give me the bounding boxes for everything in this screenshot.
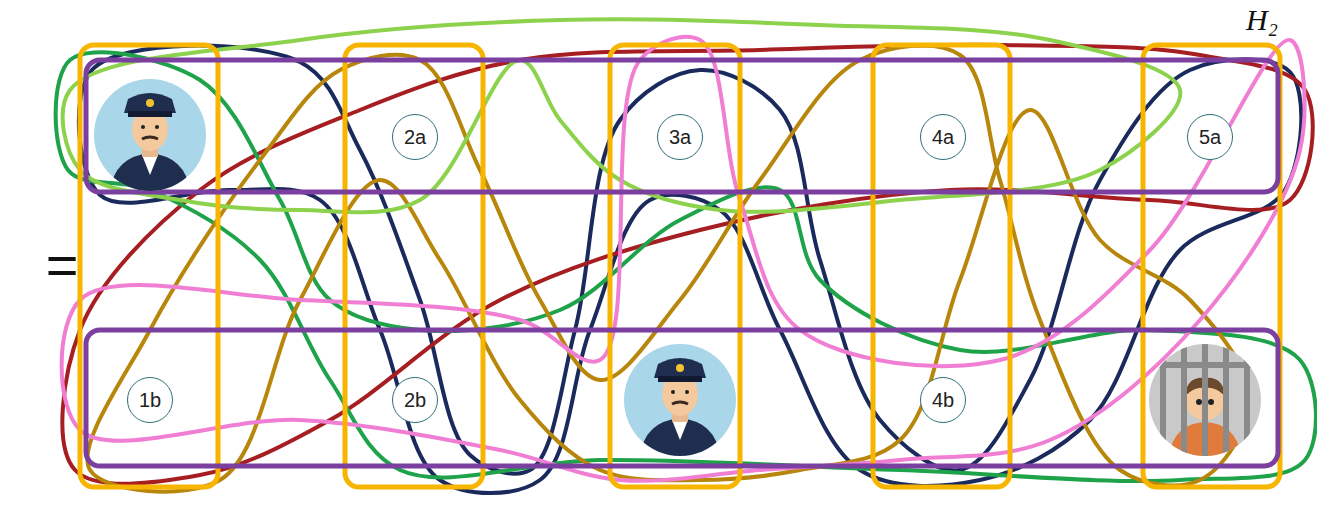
eye <box>685 390 689 394</box>
badge <box>146 99 154 107</box>
vertex-circle: 2a <box>392 114 438 160</box>
eye <box>1208 399 1214 405</box>
vertex-circle: 5a <box>1187 114 1233 160</box>
cap <box>124 93 176 113</box>
eye <box>141 125 145 129</box>
uniform <box>640 418 720 460</box>
vertex-circle: 4b <box>920 377 966 423</box>
moustache <box>672 402 688 404</box>
vertex-circle: 3a <box>657 114 703 160</box>
eye <box>1196 399 1202 405</box>
column-outline <box>610 45 740 487</box>
moustache <box>142 137 158 139</box>
vertex-label: 4b <box>932 390 954 410</box>
hyperedge-loop <box>87 45 1250 491</box>
vertex-label: 2a <box>404 127 426 147</box>
column-outline <box>80 45 218 487</box>
badge <box>676 364 684 372</box>
equals-sign: = <box>46 237 79 293</box>
icon-ground <box>624 344 736 456</box>
uniform <box>110 153 190 195</box>
vertex-circle: 2b <box>392 377 438 423</box>
column-outline <box>1143 45 1280 487</box>
cap-brim <box>128 111 172 117</box>
row-outline <box>86 60 1278 192</box>
jail-bar <box>1145 362 1265 368</box>
hyperedge-loop <box>62 45 1312 484</box>
vertex-label: 3a <box>669 127 691 147</box>
jail-bar <box>1244 340 1250 460</box>
vertex-label: 4a <box>932 127 954 147</box>
vertex-circle: 1b <box>127 377 173 423</box>
police-icon <box>624 344 736 460</box>
graph-name: H₂ <box>1246 5 1278 35</box>
eye <box>155 125 159 129</box>
police-icon <box>94 79 206 195</box>
collar <box>672 420 688 440</box>
collar <box>142 155 158 175</box>
jail-bar <box>1181 340 1187 460</box>
jail-bar <box>1223 340 1229 460</box>
vertex-label: 1b <box>139 390 161 410</box>
vertex-label: 2b <box>404 390 426 410</box>
hyperedge-loop <box>56 52 1316 481</box>
row-outline <box>86 330 1278 466</box>
column-outline <box>345 45 483 487</box>
hyperedge-loop <box>79 46 1301 494</box>
eye <box>671 390 675 394</box>
cap-brim <box>658 376 702 382</box>
vertex-label: 5a <box>1199 127 1221 147</box>
row-outlines <box>86 60 1278 466</box>
jail-bar <box>1160 340 1166 460</box>
hyperedge-loop <box>62 37 1305 481</box>
icon-ground <box>94 79 206 191</box>
cap <box>654 358 706 378</box>
column-outline <box>873 45 1010 487</box>
jail-bar <box>1202 340 1208 460</box>
column-outlines <box>80 45 1280 487</box>
hyperedges <box>56 19 1316 493</box>
prisoner-icon <box>1145 340 1265 460</box>
vertex-circle: 4a <box>920 114 966 160</box>
